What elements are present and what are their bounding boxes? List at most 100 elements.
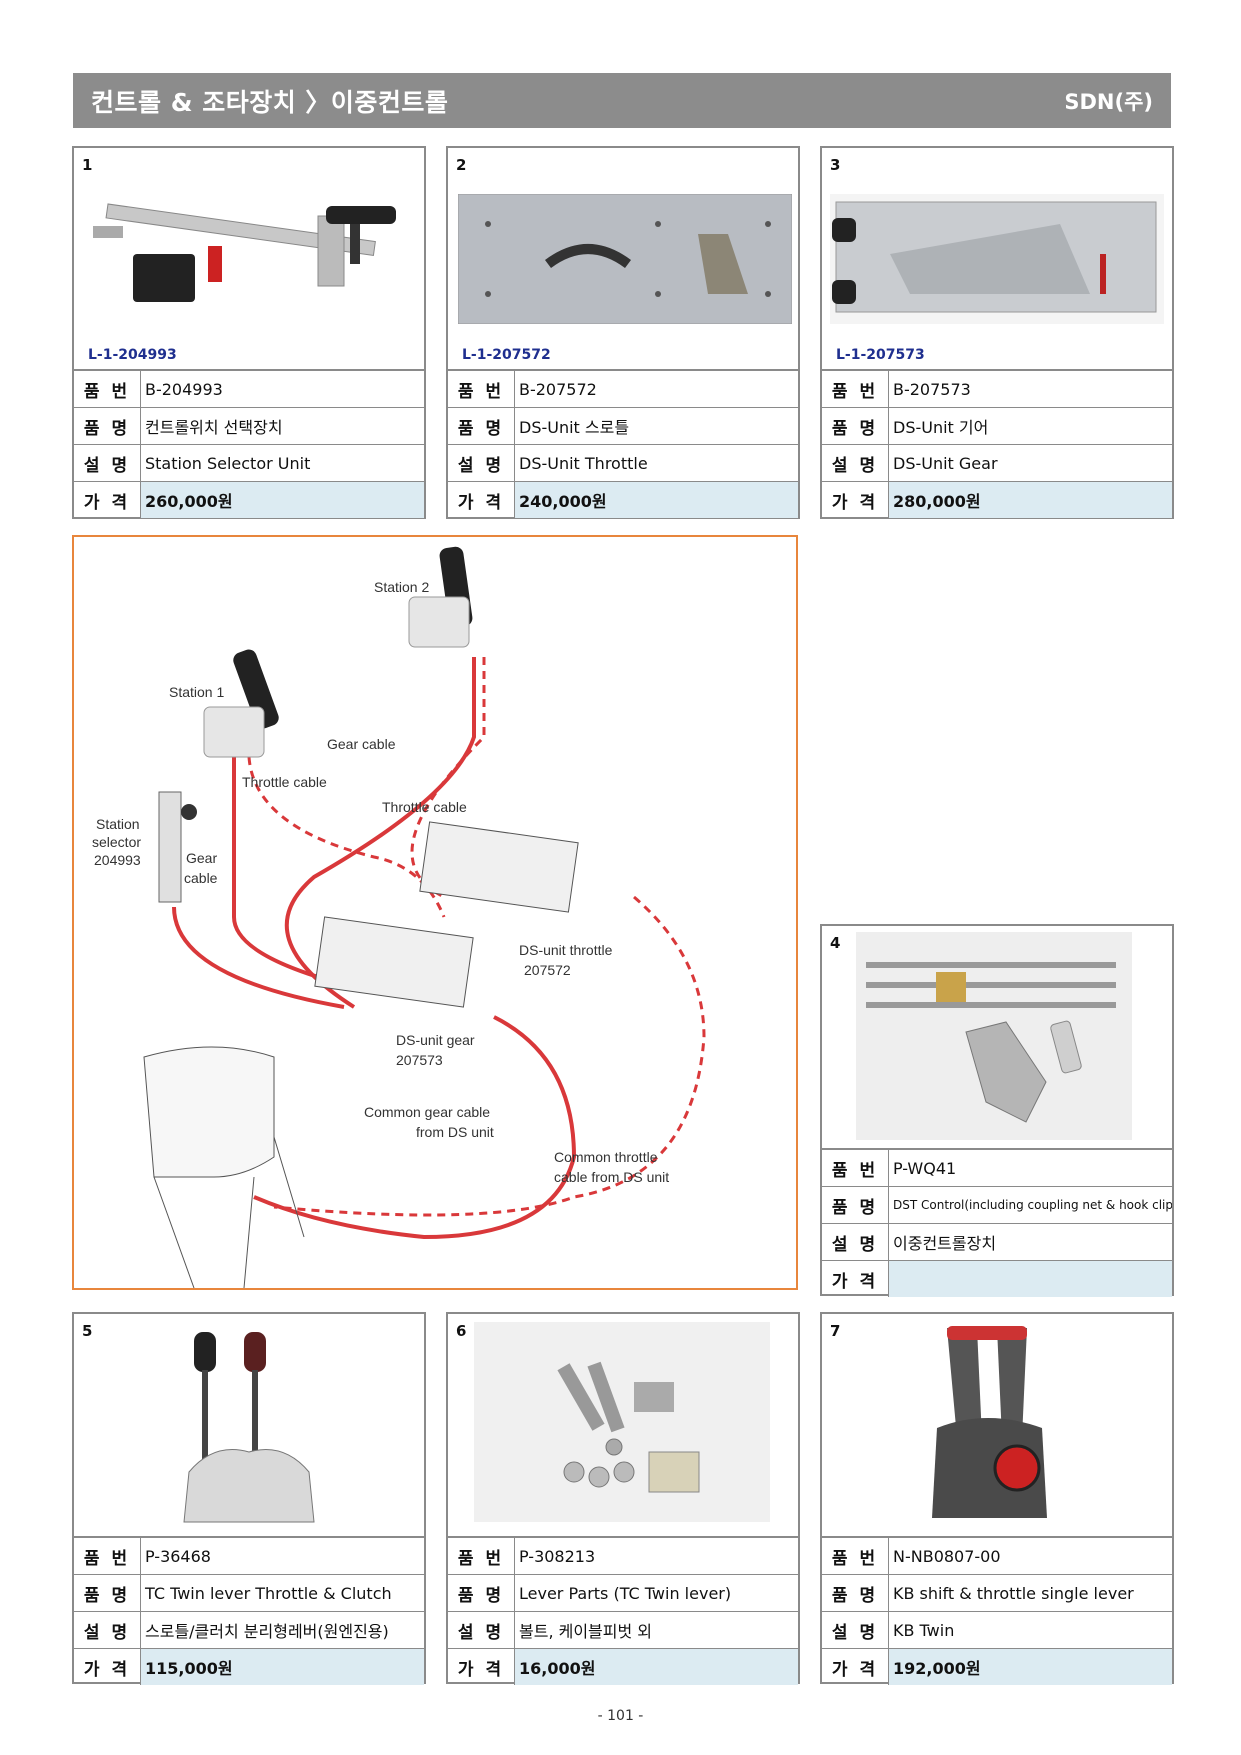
product-number: 5 (82, 1322, 93, 1340)
tc-twin-lever-image (183, 1332, 315, 1523)
label-price: 가 격 (448, 1649, 515, 1685)
dual-station-diagram: Station 2 Station 1 Gear cable Throttle … (72, 535, 798, 1290)
product-image-area: 5 (74, 1314, 424, 1538)
part-number: B-204993 (145, 379, 223, 399)
page-title: 컨트롤 & 조타장치 〉이중컨트롤 (91, 87, 449, 117)
product-description: KB Twin (893, 1620, 955, 1640)
part-number: N-NB0807-00 (893, 1546, 1001, 1566)
label-desc: 설 명 (822, 445, 889, 481)
product-number: 2 (456, 156, 467, 174)
product-code: L-1-207572 (462, 347, 551, 363)
label-name: 품 명 (74, 1575, 141, 1611)
company-name: SDN(주) (1064, 89, 1153, 114)
label-desc: 설 명 (74, 445, 141, 481)
station-selector-image (93, 203, 396, 302)
ds-unit-throttle (419, 821, 579, 913)
label-gear-cable-left-1: Gear (186, 850, 217, 866)
label-gear-cable: Gear cable (327, 736, 396, 752)
product-name: Lever Parts (TC Twin lever) (519, 1583, 732, 1603)
ds-unit-gear (314, 916, 474, 1008)
label-throttle-cable-2: Throttle cable (382, 799, 467, 815)
product-image-area: 2 L-1-207572 (448, 148, 798, 371)
product-image-area: 3 L-1-207573 (822, 148, 1172, 371)
lever-parts-image (474, 1322, 770, 1522)
label-station-selector-1: Station (96, 816, 140, 832)
product-code: L-1-207573 (836, 347, 925, 363)
cable-routing-svg: Station 2 Station 1 Gear cable Throttle … (92, 546, 706, 1289)
product-description: DS-Unit Gear (893, 453, 998, 473)
label-desc: 설 명 (448, 445, 515, 481)
label-name: 품 명 (448, 408, 515, 444)
product-description: DS-Unit Throttle (519, 453, 648, 473)
label-ds-gear-1: DS-unit gear (396, 1032, 475, 1048)
product-image-area: 1 L-1-204993 (74, 148, 424, 371)
station-1-lever (233, 649, 279, 729)
label-price: 가 격 (74, 482, 141, 518)
label-ds-throttle-1: DS-unit throttle (519, 942, 613, 958)
label-part-no: 품 번 (74, 1538, 141, 1574)
part-number: B-207573 (893, 379, 971, 399)
station-1-control (203, 706, 265, 758)
product-name: DS-Unit 기어 (893, 418, 989, 437)
product-name: TC Twin lever Throttle & Clutch (145, 1583, 392, 1603)
product-number: 1 (82, 156, 93, 174)
product-price (889, 1261, 1172, 1297)
part-number: P-308213 (519, 1546, 596, 1566)
label-ds-throttle-2: 207572 (524, 962, 571, 978)
product-image-area: 7 (822, 1314, 1172, 1538)
label-part-no: 품 번 (822, 1538, 889, 1574)
station-selector-unit (158, 791, 182, 903)
kb-twin-lever-image (932, 1326, 1047, 1518)
label-throttle-cable-1: Throttle cable (242, 774, 327, 790)
product-price: 192,000원 (889, 1649, 1172, 1685)
label-part-no: 품 번 (74, 371, 141, 407)
label-name: 품 명 (74, 408, 141, 444)
label-common-gear-1: Common gear cable (364, 1104, 490, 1120)
product-number: 3 (830, 156, 841, 174)
label-name: 품 명 (822, 1575, 889, 1611)
product-name: DS-Unit 스로틀 (519, 418, 630, 437)
station-2-control (408, 596, 470, 648)
ds-unit-throttle-image (458, 194, 792, 324)
label-station-selector-3: 204993 (94, 852, 141, 868)
label-station-2: Station 2 (374, 579, 429, 595)
label-desc: 설 명 (822, 1612, 889, 1648)
part-number: P-36468 (145, 1546, 211, 1566)
label-name: 품 명 (448, 1575, 515, 1611)
label-price: 가 격 (822, 1261, 889, 1297)
label-desc: 설 명 (74, 1612, 141, 1648)
product-code: L-1-204993 (88, 347, 177, 363)
label-station-selector-2: selector (92, 834, 141, 850)
product-description: 스로틀/클러치 분리형레버(원엔진용) (145, 1622, 389, 1641)
part-number: B-207572 (519, 379, 597, 399)
label-price: 가 격 (74, 1649, 141, 1685)
page-number: - 101 - (597, 1708, 644, 1724)
label-common-gear-2: from DS unit (416, 1124, 494, 1140)
label-part-no: 품 번 (448, 1538, 515, 1574)
label-price: 가 격 (822, 482, 889, 518)
label-station-1: Station 1 (169, 684, 224, 700)
label-price: 가 격 (822, 1649, 889, 1685)
label-part-no: 품 번 (822, 371, 889, 407)
label-name: 품 명 (822, 408, 889, 444)
product-price: 240,000원 (515, 482, 798, 518)
label-ds-gear-2: 207573 (396, 1052, 443, 1068)
label-common-throttle-2: cable from DS unit (554, 1169, 669, 1185)
page-header: 컨트롤 & 조타장치 〉이중컨트롤 SDN(주) (73, 73, 1171, 128)
product-name: DST Control(including coupling net & hoo… (893, 1198, 1172, 1212)
dst-control-image (856, 932, 1132, 1140)
label-desc: 설 명 (448, 1612, 515, 1648)
outboard-engine (143, 1046, 275, 1178)
product-price: 280,000원 (889, 482, 1172, 518)
product-description: 이중컨트롤장치 (893, 1234, 997, 1253)
product-image-area: 4 (822, 926, 1172, 1150)
product-price: 260,000원 (141, 482, 424, 518)
label-common-throttle-1: Common throttle (554, 1149, 658, 1165)
